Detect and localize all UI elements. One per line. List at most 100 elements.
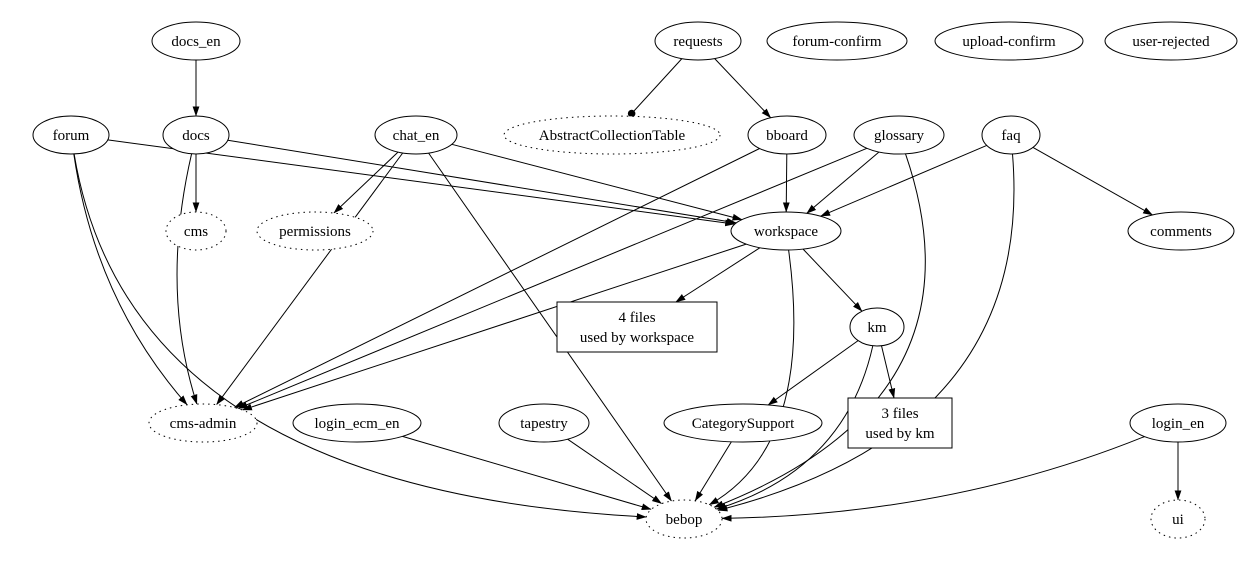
node-files-km: 3 files used by km <box>847 397 953 449</box>
node-docs-en: docs_en <box>151 21 241 61</box>
node-login-en: login_en <box>1129 403 1227 443</box>
node-shape-workspace <box>730 211 842 251</box>
node-label-km: km <box>867 320 887 336</box>
edge-workspace-to-files-workspace <box>675 247 761 303</box>
node-shape-ui <box>1150 499 1206 539</box>
edge-docs-to-workspace <box>227 139 737 225</box>
node-label-workspace: workspace <box>754 224 818 240</box>
node-label-user-rejected: user-rejected <box>1132 34 1210 50</box>
edge-chat-en-to-permissions <box>333 151 399 214</box>
node-category-support: CategorySupport <box>663 403 823 443</box>
edge-login-ecm-en-to-bebop <box>402 435 652 510</box>
edge-workspace-to-bebop <box>708 249 795 506</box>
edge-docs-to-cms-admin <box>176 153 198 405</box>
node-abstract-collection-table: AbstractCollectionTable <box>503 115 721 155</box>
node-docs: docs <box>162 115 230 155</box>
node-label-abstract-collection-table: AbstractCollectionTable <box>539 128 686 144</box>
node-shape-forum-confirm <box>766 21 908 61</box>
node-shape-faq <box>981 115 1041 155</box>
edge-forum-to-workspace <box>107 139 736 227</box>
edge-tapestry-to-bebop <box>567 438 663 505</box>
node-label-docs-en: docs_en <box>171 34 221 50</box>
node-upload-confirm: upload-confirm <box>934 21 1084 61</box>
edge-bboard-to-workspace <box>782 153 790 213</box>
node-shape-user-rejected <box>1104 21 1238 61</box>
node-shape-permissions <box>256 211 374 251</box>
node-cms: cms <box>165 211 227 251</box>
node-shape-category-support <box>663 403 823 443</box>
node-ui: ui <box>1150 499 1206 539</box>
edge-glossary-to-cms-admin <box>237 147 868 409</box>
edge-workspace-to-cms-admin <box>241 243 747 411</box>
node-label-bboard: bboard <box>766 128 808 144</box>
edge-faq-to-workspace <box>820 144 987 217</box>
node-comments: comments <box>1127 211 1235 251</box>
node-label-upload-confirm: upload-confirm <box>962 34 1056 50</box>
edge-category-support-to-bebop <box>694 441 732 502</box>
node-shape-cms <box>165 211 227 251</box>
node-shape-abstract-collection-table <box>503 115 721 155</box>
edge-km-to-category-support <box>767 340 859 406</box>
node-label-faq: faq <box>1001 128 1021 144</box>
node-shape-km <box>849 307 905 347</box>
node-bebop: bebop <box>645 499 723 539</box>
edge-bboard-to-cms-admin <box>233 148 760 408</box>
node-workspace: workspace <box>730 211 842 251</box>
node-shape-forum <box>32 115 110 155</box>
node-label-permissions: permissions <box>279 224 351 240</box>
edge-faq-to-bebop <box>717 153 1015 512</box>
edge-login-en-to-bebop <box>721 436 1145 522</box>
node-shape-login-en <box>1129 403 1227 443</box>
node-shape-login-ecm-en <box>292 403 422 443</box>
node-shape-tapestry <box>498 403 590 443</box>
edge-requests-to-bboard <box>714 58 772 119</box>
node-label-files-workspace-line2: used by workspace <box>580 330 694 346</box>
node-label-files-km-line2: used by km <box>865 426 934 442</box>
node-label-cms: cms <box>184 224 208 240</box>
node-label-glossary: glossary <box>874 128 924 144</box>
node-box-files-workspace <box>556 301 718 353</box>
node-glossary: glossary <box>853 115 945 155</box>
node-tapestry: tapestry <box>498 403 590 443</box>
node-shape-docs-en <box>151 21 241 61</box>
node-shape-cms-admin <box>148 403 258 443</box>
node-label-ui: ui <box>1172 512 1184 528</box>
node-bboard: bboard <box>747 115 827 155</box>
node-login-ecm-en: login_ecm_en <box>292 403 422 443</box>
node-forum-confirm: forum-confirm <box>766 21 908 61</box>
node-label-docs: docs <box>182 128 210 144</box>
edge-workspace-to-km <box>802 248 863 312</box>
node-shape-comments <box>1127 211 1235 251</box>
node-label-login-ecm-en: login_ecm_en <box>315 416 400 432</box>
node-label-forum-confirm: forum-confirm <box>792 34 881 50</box>
edge-chat-en-to-workspace <box>451 143 743 221</box>
node-shape-chat-en <box>374 115 458 155</box>
node-shape-docs <box>162 115 230 155</box>
edge-glossary-to-workspace <box>806 151 880 214</box>
edge-faq-to-comments <box>1032 146 1154 216</box>
node-chat-en: chat_en <box>374 115 458 155</box>
node-label-requests: requests <box>673 34 722 50</box>
node-shape-upload-confirm <box>934 21 1084 61</box>
node-label-files-km-line1: 3 files <box>881 406 918 422</box>
node-requests: requests <box>654 21 742 61</box>
edge-km-to-files-km <box>881 345 896 399</box>
edge-km-to-bebop <box>716 345 874 510</box>
node-label-comments: comments <box>1150 224 1212 240</box>
node-shape-requests <box>654 21 742 61</box>
edge-chat-en-to-cms-admin <box>216 152 404 406</box>
node-shape-bebop <box>645 499 723 539</box>
node-label-chat-en: chat_en <box>393 128 440 144</box>
node-permissions: permissions <box>256 211 374 251</box>
node-label-cms-admin: cms-admin <box>170 416 237 432</box>
node-label-files-workspace-line1: 4 files <box>618 310 655 326</box>
node-label-bebop: bebop <box>666 512 703 528</box>
node-label-login-en: login_en <box>1152 416 1205 432</box>
node-faq: faq <box>981 115 1041 155</box>
edge-forum-to-cms-admin <box>73 153 188 406</box>
edge-requests-to-abstract-collection-table <box>627 58 683 118</box>
node-user-rejected: user-rejected <box>1104 21 1238 61</box>
node-files-workspace: 4 files used by workspace <box>556 301 718 353</box>
